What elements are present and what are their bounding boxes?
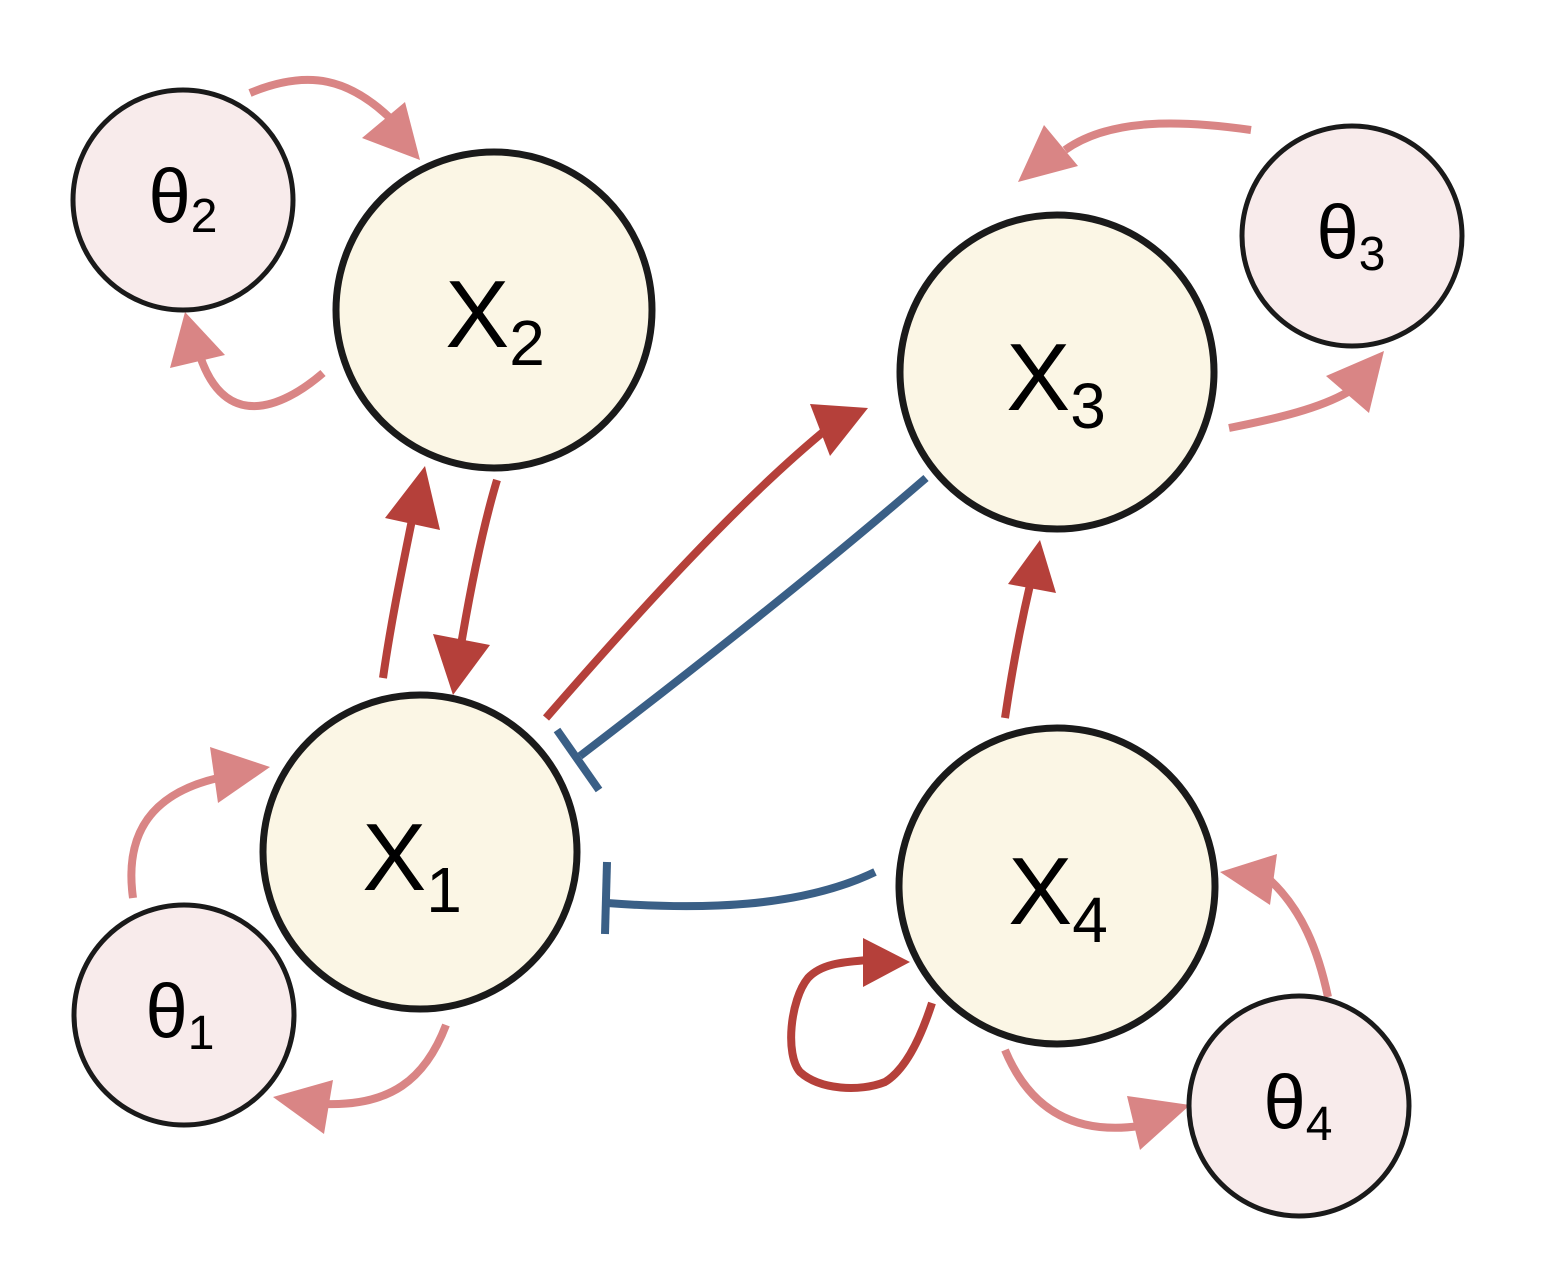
node-theta4: θ4: [1186, 993, 1412, 1219]
node-x3-subscript: 3: [1070, 370, 1106, 442]
edge-x4-represses-x1: [601, 861, 877, 935]
node-x4-letter: X: [1008, 838, 1072, 945]
node-theta2-letter: θ: [149, 154, 191, 239]
edge-theta3-to-x3: [1018, 119, 1252, 182]
svg-text:θ3: θ3: [1317, 190, 1386, 281]
edge-x3-represses-x1: [553, 474, 929, 793]
node-x4-subscript: 4: [1072, 884, 1108, 956]
node-theta3-subscript: 3: [1359, 228, 1386, 281]
node-x4: X4: [895, 724, 1219, 1048]
svg-text:θ1: θ1: [146, 969, 215, 1060]
edge-x2-to-x1: [433, 478, 501, 695]
edge-x4-to-x3: [1001, 540, 1056, 719]
svg-text:θ2: θ2: [149, 154, 218, 243]
node-theta2-subscript: 2: [191, 190, 218, 243]
node-theta4-letter: θ: [1264, 1060, 1306, 1145]
node-x2: X2: [332, 148, 656, 472]
edge-x1-to-theta1: [273, 1023, 450, 1134]
svg-text:X3: X3: [1006, 324, 1106, 442]
node-theta1-subscript: 1: [188, 1007, 215, 1060]
node-theta1-letter: θ: [146, 969, 188, 1054]
node-theta1: θ1: [71, 902, 297, 1128]
node-theta2: θ2: [70, 87, 296, 313]
node-theta3-letter: θ: [1317, 190, 1359, 275]
node-x1: X1: [259, 691, 581, 1013]
svg-text:θ4: θ4: [1264, 1060, 1333, 1151]
node-x1-subscript: 1: [426, 854, 462, 926]
edge-x2-to-theta2: [170, 312, 326, 411]
svg-text:X1: X1: [362, 804, 462, 926]
nodes: X1 X2 X3 X4 θ1: [70, 87, 1465, 1219]
edges: [127, 75, 1384, 1150]
node-x3: X3: [896, 211, 1218, 533]
svg-text:X4: X4: [1008, 838, 1108, 956]
edge-x4-self-loop: [787, 938, 936, 1092]
node-x3-letter: X: [1006, 324, 1070, 431]
edge-theta4-to-x4: [1220, 854, 1332, 998]
edge-x1-to-x2: [379, 466, 440, 679]
edge-x4-to-theta4: [1001, 1048, 1190, 1150]
edge-x3-to-theta3: [1228, 351, 1384, 432]
node-theta4-subscript: 4: [1306, 1098, 1333, 1151]
node-x2-letter: X: [445, 261, 509, 368]
node-x2-subscript: 2: [509, 307, 545, 379]
edge-x1-to-x3: [542, 404, 868, 721]
node-x1-letter: X: [362, 804, 426, 911]
svg-text:X2: X2: [445, 261, 545, 379]
edge-theta1-to-x1: [127, 747, 270, 899]
edge-theta2-to-x2: [248, 75, 420, 160]
node-theta3: θ3: [1239, 123, 1465, 349]
